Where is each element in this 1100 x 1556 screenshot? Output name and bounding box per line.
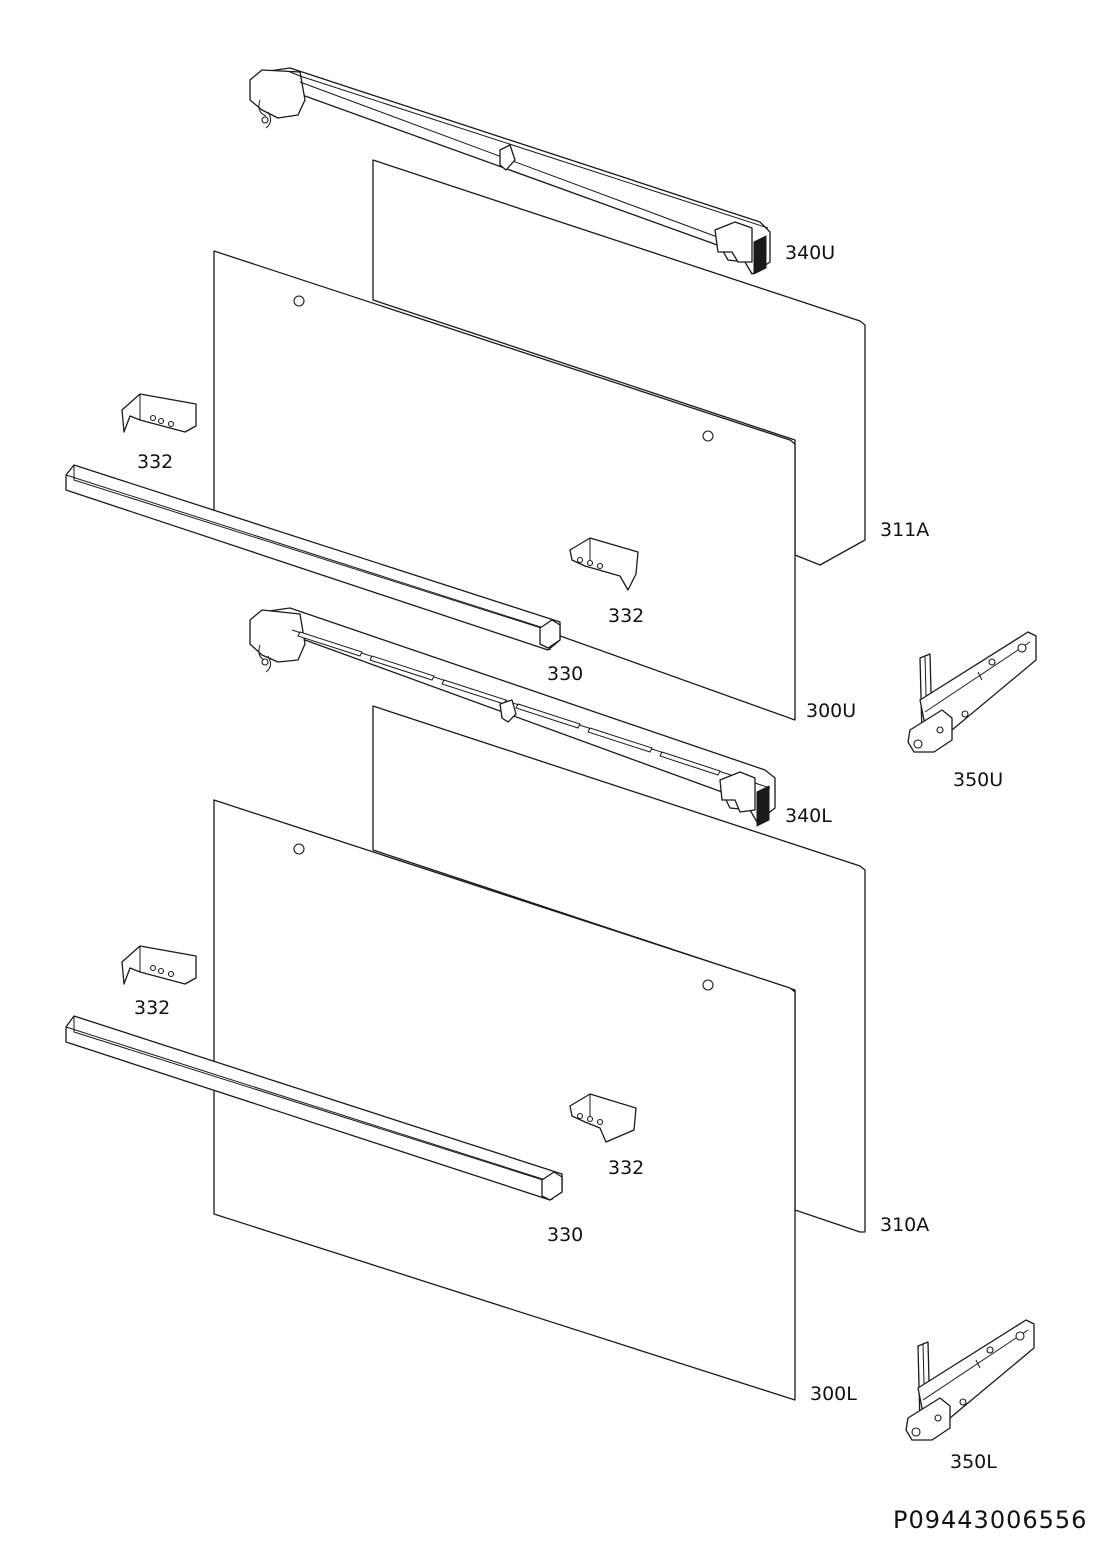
label-340u: 340U: [785, 242, 835, 264]
label-311a: 311A: [880, 519, 929, 541]
label-332-lower-left: 332: [134, 997, 170, 1019]
upper-inner-glass-311a: [372, 159, 866, 566]
lower-glass-right-hole: [702, 979, 714, 991]
lower-glass-left-hole: [293, 843, 305, 855]
upper-handle-330: [65, 464, 561, 651]
upper-frame-340u: [249, 67, 771, 275]
label-332-upper-right: 332: [608, 605, 644, 627]
lower-left-bracket-332: [121, 945, 197, 985]
upper-frame-end-pad: [753, 235, 767, 275]
lower-inner-glass-310a: [372, 705, 866, 1233]
label-340l: 340L: [785, 805, 832, 827]
label-332-upper-left: 332: [137, 451, 173, 473]
drawing-code: P09443006556: [893, 1506, 1087, 1534]
label-310a: 310A: [880, 1214, 929, 1236]
lower-outer-glass-300l: [213, 799, 796, 1401]
label-332-lower-right: 332: [608, 1157, 644, 1179]
label-330-lower: 330: [547, 1224, 583, 1246]
upper-glass-right-hole: [702, 430, 714, 442]
upper-right-bracket-332: [569, 537, 639, 591]
lower-hinge-350l: [905, 1319, 1035, 1441]
label-330-upper: 330: [547, 663, 583, 685]
lower-frame-vent-slots: [297, 631, 721, 776]
label-350u: 350U: [953, 769, 1003, 791]
lower-frame-end-pad: [756, 785, 770, 827]
upper-hinge-350u: [907, 631, 1037, 753]
upper-left-bracket-332: [121, 393, 197, 433]
upper-outer-glass-300u: [213, 250, 796, 721]
lower-frame-340l: [249, 607, 776, 827]
label-300u: 300U: [806, 700, 856, 722]
label-300l: 300L: [810, 1383, 857, 1405]
lower-right-bracket-332: [569, 1093, 637, 1143]
label-350l: 350L: [950, 1451, 997, 1473]
upper-glass-left-hole: [293, 295, 305, 307]
lower-handle-330: [65, 1015, 563, 1201]
